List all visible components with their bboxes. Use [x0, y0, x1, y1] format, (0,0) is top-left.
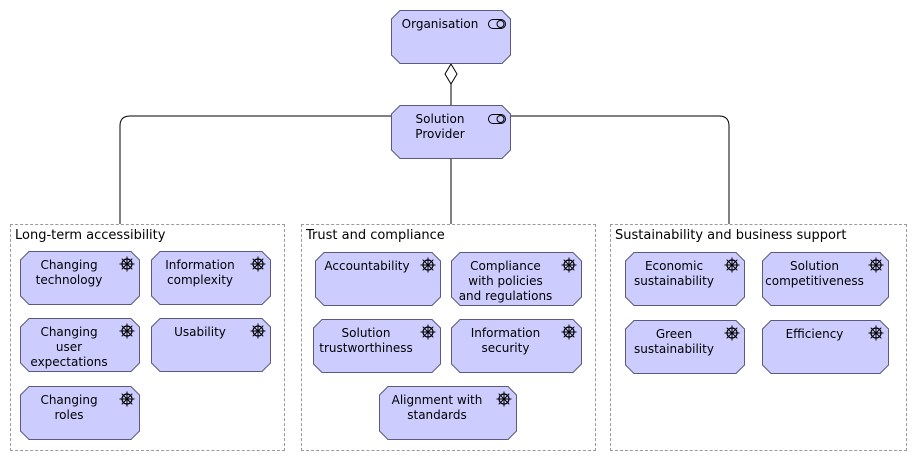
driver-label: Alignment with standards — [391, 393, 483, 422]
organisation-node[interactable]: Organisation — [391, 10, 511, 64]
driver-changing-technology[interactable]: Changing technology — [20, 251, 140, 305]
organisation-label: Organisation — [401, 17, 479, 31]
group-sustainability-and-business-support[interactable]: Sustainability and business support — [610, 224, 907, 451]
group-title: Sustainability and business support — [615, 228, 847, 243]
aggregation-diamond — [444, 63, 458, 85]
driver-icon — [724, 257, 740, 273]
driver-label: Solution competitiveness — [765, 259, 864, 288]
driver-changing-user-expectations[interactable]: Changing user expectations — [20, 318, 140, 372]
driver-changing-roles[interactable]: Changing roles — [20, 386, 140, 440]
driver-label: Economic sustainability — [634, 259, 714, 288]
connector-to-sustainability — [511, 115, 730, 224]
driver-label: Solution trustworthiness — [319, 326, 413, 355]
driver-icon — [119, 323, 135, 339]
driver-alignment-with-standards[interactable]: Alignment with standards — [379, 386, 517, 440]
driver-icon — [561, 257, 577, 273]
driver-label: Changing user expectations — [30, 325, 108, 369]
connector-to-long-term-accessibility — [119, 115, 391, 224]
driver-icon — [119, 391, 135, 407]
driver-icon — [724, 325, 740, 341]
driver-information-security[interactable]: Information security — [451, 319, 582, 373]
driver-label: Compliance with policies and regulations — [458, 259, 553, 303]
driver-label: Efficiency — [785, 327, 844, 341]
driver-icon — [868, 325, 884, 341]
driver-label: Usability — [174, 325, 226, 339]
driver-green-sustainability[interactable]: Green sustainability — [625, 320, 745, 374]
solution-provider-label: Solution Provider — [415, 112, 465, 141]
driver-label: Changing roles — [40, 393, 98, 422]
group-trust-and-compliance[interactable]: Trust and compliance — [301, 224, 596, 451]
driver-solution-competitiveness[interactable]: Solution competitiveness — [762, 252, 889, 306]
solution-provider-node[interactable]: Solution Provider — [391, 105, 511, 159]
group-long-term-accessibility[interactable]: Long-term accessibility — [10, 224, 285, 451]
driver-label: Changing technology — [35, 258, 103, 287]
driver-efficiency[interactable]: Efficiency — [762, 320, 889, 374]
role-icon — [488, 114, 506, 124]
driver-label: Accountability — [324, 259, 410, 273]
driver-usability[interactable]: Usability — [151, 318, 271, 372]
driver-icon — [420, 324, 436, 340]
driver-compliance-with-policies[interactable]: Compliance with policies and regulations — [451, 252, 582, 306]
driver-label: Information security — [470, 326, 541, 355]
driver-icon — [868, 257, 884, 273]
driver-icon — [119, 256, 135, 272]
driver-icon — [420, 257, 436, 273]
driver-icon — [496, 391, 512, 407]
driver-information-complexity[interactable]: Information complexity — [151, 251, 271, 305]
driver-accountability[interactable]: Accountability — [315, 252, 441, 306]
driver-label: Green sustainability — [634, 327, 714, 356]
driver-solution-trustworthiness[interactable]: Solution trustworthiness — [313, 319, 441, 373]
driver-icon — [561, 324, 577, 340]
driver-icon — [250, 323, 266, 339]
group-title: Trust and compliance — [306, 228, 445, 243]
driver-label: Information complexity — [165, 258, 235, 287]
group-title: Long-term accessibility — [15, 228, 166, 243]
driver-economic-sustainability[interactable]: Economic sustainability — [625, 252, 745, 306]
role-icon — [488, 19, 506, 29]
driver-icon — [250, 256, 266, 272]
